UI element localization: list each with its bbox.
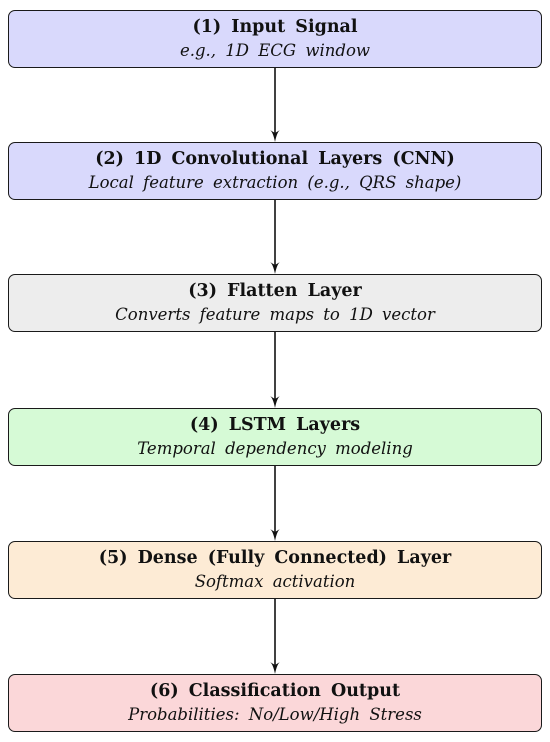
step-box-classification-output: (6) Classification Output Probabilities:… — [8, 674, 542, 732]
arrow-2-to-3 — [270, 200, 280, 274]
step-title: (2) 1D Convolutional Layers (CNN) — [95, 149, 455, 169]
step-subtitle: Converts feature maps to 1D vector — [115, 305, 435, 324]
arrow-1-to-2 — [270, 68, 280, 142]
step-box-flatten-layer: (3) Flatten Layer Converts feature maps … — [8, 274, 542, 332]
step-box-lstm-layers: (4) LSTM Layers Temporal dependency mode… — [8, 408, 542, 466]
step-title: (5) Dense (Fully Connected) Layer — [98, 548, 452, 568]
step-title: (1) Input Signal — [192, 17, 358, 37]
step-subtitle: Local feature extraction (e.g., QRS shap… — [88, 173, 462, 192]
step-subtitle: Softmax activation — [194, 572, 356, 591]
arrow-4-to-5 — [270, 466, 280, 541]
step-box-dense-layer: (5) Dense (Fully Connected) Layer Softma… — [8, 541, 542, 599]
step-title: (3) Flatten Layer — [188, 281, 362, 301]
step-subtitle: e.g., 1D ECG window — [179, 41, 371, 60]
step-subtitle: Probabilities: No/Low/High Stress — [128, 705, 422, 724]
step-box-input-signal: (1) Input Signal e.g., 1D ECG window — [8, 10, 542, 68]
step-box-conv-layers: (2) 1D Convolutional Layers (CNN) Local … — [8, 142, 542, 200]
arrow-3-to-4 — [270, 332, 280, 408]
step-subtitle: Temporal dependency modeling — [137, 439, 413, 458]
step-title: (6) Classification Output — [149, 681, 401, 701]
arrow-5-to-6 — [270, 599, 280, 674]
step-title: (4) LSTM Layers — [189, 415, 361, 435]
